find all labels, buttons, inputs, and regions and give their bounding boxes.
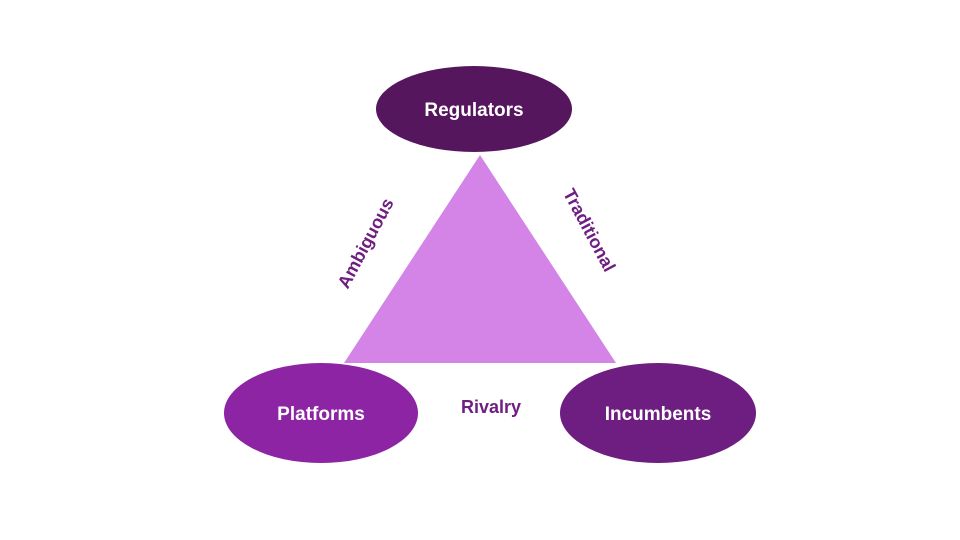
node-incumbents-label: Incumbents <box>605 404 712 425</box>
node-platforms: Platforms <box>224 363 418 463</box>
node-platforms-label: Platforms <box>277 404 365 425</box>
node-regulators-ellipse <box>376 66 572 152</box>
node-regulators: Regulators <box>376 66 572 152</box>
node-platforms-ellipse <box>224 363 418 463</box>
relationship-label-ambiguous: Ambiguous <box>334 195 398 292</box>
node-incumbents: Incumbents <box>560 363 756 463</box>
center-triangle <box>344 155 616 363</box>
node-incumbents-ellipse <box>560 363 756 463</box>
relationship-label-rivalry: Rivalry <box>461 397 521 417</box>
relationship-label-traditional: Traditional <box>559 185 619 275</box>
node-regulators-label: Regulators <box>424 100 523 121</box>
